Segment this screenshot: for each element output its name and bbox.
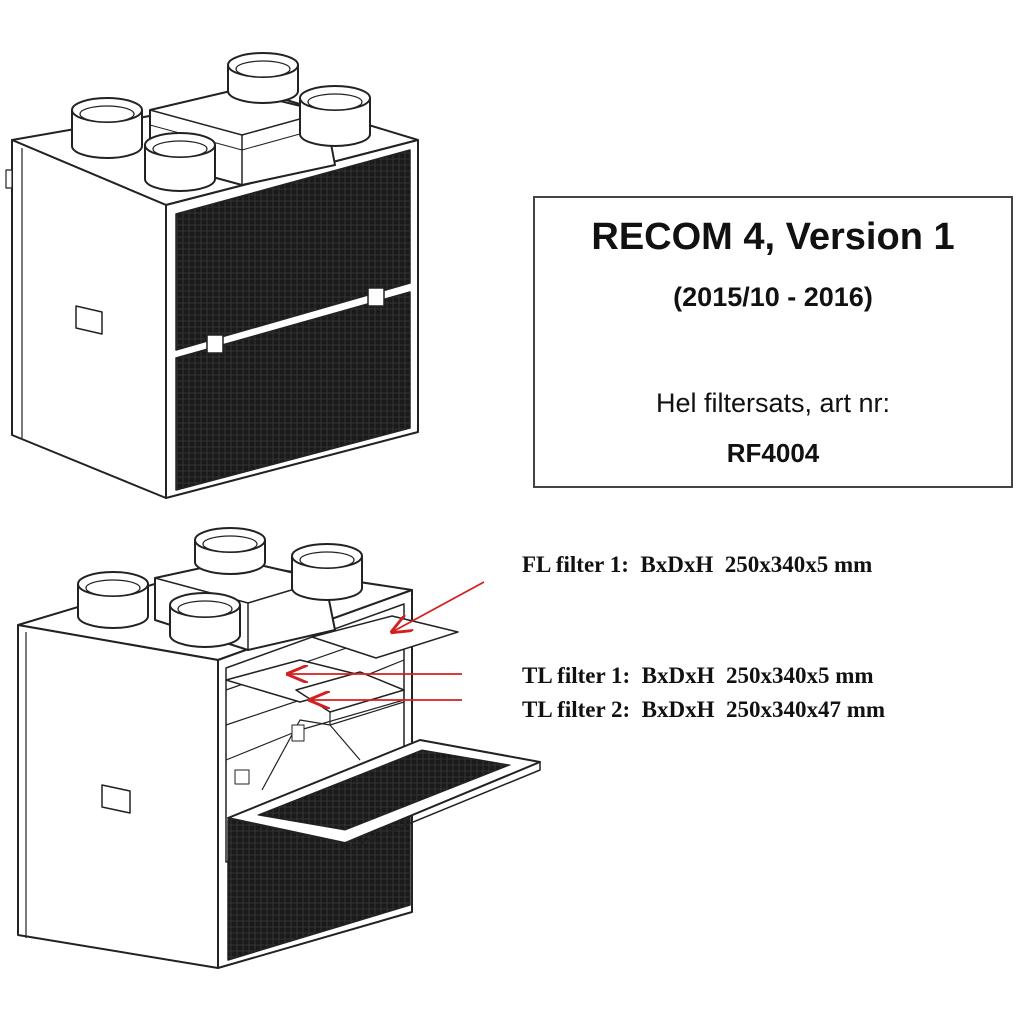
duct-collar [77, 571, 149, 629]
article-number: RF4004 [726, 438, 820, 468]
filter-panel-lower [175, 291, 411, 491]
arrow-fl-filter-1 [392, 581, 485, 632]
model-title: RECOM 4, Version 1 [591, 216, 955, 258]
duct-collar [299, 85, 371, 147]
filter-set-label: Hel filtersats, art nr: [655, 388, 891, 418]
door-filter-mesh [257, 749, 511, 831]
latch-icon [206, 334, 224, 354]
callout-arrows [288, 581, 485, 700]
label-tl-filter-2: TL filter 2: BxDxH 250x340x47 mm [522, 697, 886, 722]
latch-icon [367, 287, 385, 307]
duct-collar [194, 527, 266, 575]
duct-collar [291, 543, 363, 601]
duct-collar [169, 592, 241, 648]
fl-filter-sheet [311, 615, 459, 659]
side-label-plate [101, 784, 131, 814]
side-label-plate [75, 305, 103, 335]
label-fl-filter-1: FL filter 1: BxDxH 250x340x5 mm [522, 552, 873, 577]
duct-collar [71, 97, 143, 159]
duct-collar [227, 52, 299, 104]
duct-collar [144, 132, 216, 192]
label-tl-filter-1: TL filter 1: BxDxH 250x340x5 mm [522, 663, 874, 688]
unit-open [17, 527, 541, 969]
version-date-range: (2015/10 - 2016) [673, 282, 873, 312]
unit-closed [5, 52, 419, 499]
filter-panel-upper [175, 149, 411, 351]
info-box: RECOM 4, Version 1 (2015/10 - 2016) Hel … [533, 196, 1013, 488]
